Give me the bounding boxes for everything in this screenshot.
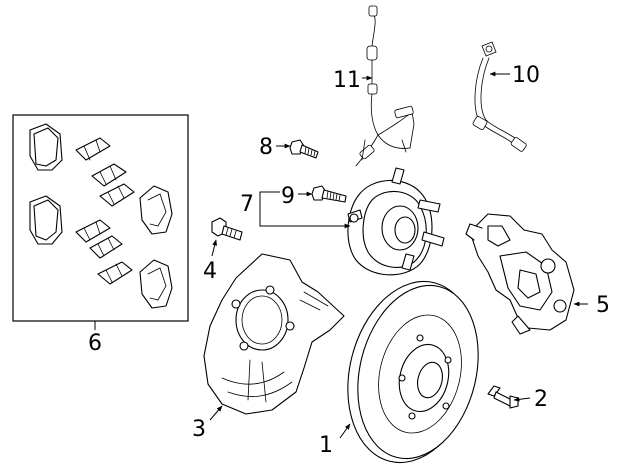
callout-10: 10 bbox=[512, 63, 540, 88]
bolt-part-9 bbox=[311, 185, 347, 203]
callout-9: 9 bbox=[281, 184, 295, 209]
callout-6: 6 bbox=[88, 331, 102, 356]
pad-clip-6 bbox=[97, 261, 133, 285]
bolt-part-8 bbox=[289, 139, 319, 159]
brake-pad-kit bbox=[12, 114, 189, 330]
bolt-part-4 bbox=[211, 217, 243, 241]
brake-rotor bbox=[347, 280, 479, 464]
callout-8: 8 bbox=[259, 135, 273, 160]
pad-clip-3 bbox=[99, 183, 135, 207]
brake-pad-left-lower bbox=[29, 195, 63, 245]
leader-lines bbox=[209, 71, 588, 439]
wheel-speed-sensor-harness bbox=[355, 5, 415, 167]
callout-3: 3 bbox=[192, 417, 206, 442]
brake-hose bbox=[472, 41, 527, 152]
callout-labels: 1 2 3 4 5 6 7 8 9 10 11 bbox=[88, 63, 610, 458]
brake-pad-left-upper bbox=[29, 123, 63, 171]
callout-1: 1 bbox=[319, 433, 333, 458]
brake-caliper bbox=[465, 213, 575, 335]
callout-2: 2 bbox=[534, 387, 548, 412]
pad-clip-1 bbox=[75, 137, 111, 161]
pad-clip-2 bbox=[91, 163, 127, 187]
brake-pad-right-lower bbox=[139, 259, 173, 309]
bolt-part-2 bbox=[487, 385, 519, 409]
dust-shield bbox=[203, 253, 345, 415]
pad-clip-5 bbox=[89, 235, 123, 259]
callout-7: 7 bbox=[240, 192, 254, 217]
hub-bearing-assembly bbox=[347, 167, 445, 276]
pad-clip-4 bbox=[75, 219, 111, 243]
brake-pad-right-upper bbox=[139, 185, 173, 235]
callout-5: 5 bbox=[596, 293, 610, 318]
callout-4: 4 bbox=[203, 259, 217, 284]
callout-11: 11 bbox=[333, 68, 361, 93]
